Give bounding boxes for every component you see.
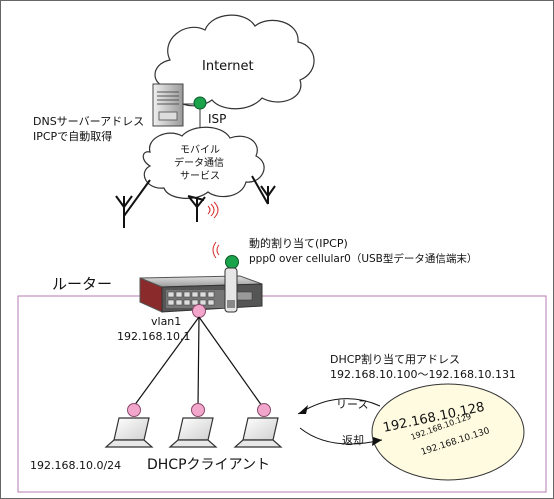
return-arrow (299, 427, 383, 445)
laptop-icon (104, 403, 154, 448)
dynamic-assign-line2: ppp0 over cellular0（USB型データ通信端末） (249, 252, 477, 265)
mobile-label-line3: サービス (180, 170, 220, 182)
router-label: ルーター (52, 275, 112, 293)
router-icon (139, 267, 263, 313)
lan-links (133, 316, 263, 407)
dns-server-icon (152, 83, 184, 127)
antenna-icon (187, 195, 206, 222)
vlan-label-line1: vlan1 (151, 315, 181, 328)
address-pool (371, 383, 525, 481)
lease-arrowhead (298, 405, 308, 414)
cellular-node (225, 255, 239, 269)
clients-label: DHCPクライアント (147, 457, 270, 473)
vlan1-node (192, 304, 206, 318)
dns-note-line2: IPCPで自動取得 (33, 129, 112, 143)
dhcp-range-line2: 192.168.10.100～192.168.10.131 (330, 368, 516, 381)
return-arrowhead (372, 437, 382, 446)
mobile-cloud (142, 126, 265, 199)
dhcp-range-line1: DHCP割り当て用アドレス (330, 352, 460, 366)
return-label: 返却 (342, 434, 364, 447)
dynamic-assign-line1: 動的割り当て(IPCP) (249, 236, 348, 250)
antenna-icon (115, 179, 151, 228)
subnet-label: 192.168.10.0/24 (30, 459, 121, 472)
antenna-icon (251, 175, 276, 205)
cellular-waves-icon (212, 241, 220, 259)
dns-note-line1: DNSサーバーアドレス (33, 115, 144, 128)
isp-node (193, 96, 207, 110)
internet-label: Internet (202, 59, 254, 74)
mobile-label-line2: データ通信 (174, 156, 224, 169)
mobile-label-line1: モバイル (180, 144, 220, 156)
isp-label: ISP (208, 112, 226, 126)
laptop-icon (233, 403, 283, 448)
laptop-icon (168, 403, 218, 448)
vlan-label-line2: 192.168.10.1 (117, 330, 190, 343)
radio-waves-icon (207, 201, 219, 219)
lan-area-border (17, 295, 547, 493)
lease-label: リース (336, 398, 368, 411)
